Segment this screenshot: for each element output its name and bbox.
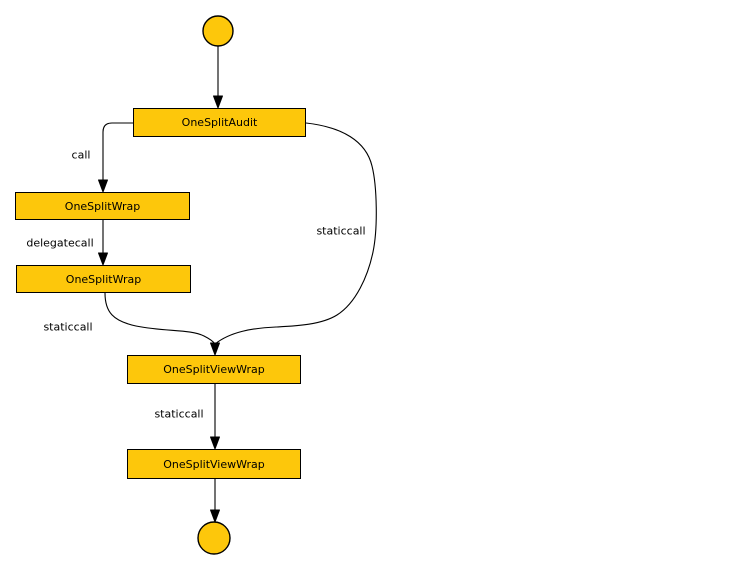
node-onesplitviewwrap-1-label: OneSplitViewWrap xyxy=(163,363,265,376)
arrowhead-audit-to-wrap1 xyxy=(98,179,108,193)
node-onesplitwrap-2-label: OneSplitWrap xyxy=(65,272,142,286)
arrowhead-view1-to-view2 xyxy=(210,436,220,450)
edge-wrap2-to-view1 xyxy=(104,292,216,345)
arrowhead-view2-to-end xyxy=(210,509,220,523)
arrowhead-wrap1-to-wrap2 xyxy=(98,252,108,266)
edge-audit-to-view1 xyxy=(214,122,377,345)
arrowhead-start-to-audit xyxy=(213,95,223,109)
start-node-circle xyxy=(202,15,234,47)
edge-label-staticcall-right: staticcall xyxy=(316,224,366,238)
edge-label-call: call xyxy=(71,148,91,162)
node-onesplitviewwrap-2-label: OneSplitViewWrap xyxy=(163,457,265,471)
node-onesplitaudit-label: OneSplitAudit xyxy=(181,116,258,129)
node-onesplitwrap-1-label: OneSplitWrap xyxy=(64,199,141,213)
node-onesplitaudit: OneSplitAudit xyxy=(133,108,306,137)
node-onesplitviewwrap-1: OneSplitViewWrap xyxy=(127,355,301,384)
edge-label-staticcall-left: staticcall xyxy=(43,320,93,334)
edge-audit-to-wrap1 xyxy=(102,122,133,180)
edge-label-staticcall-mid: staticcall xyxy=(154,407,204,421)
edge-label-delegatecall: delegatecall xyxy=(26,236,94,250)
node-onesplitwrap-2: OneSplitWrap xyxy=(16,265,191,293)
arrowhead-merge-to-view1 xyxy=(210,342,220,356)
node-onesplitviewwrap-2: OneSplitViewWrap xyxy=(127,449,301,479)
end-node-circle xyxy=(197,521,231,555)
node-onesplitwrap-1: OneSplitWrap xyxy=(15,192,190,220)
